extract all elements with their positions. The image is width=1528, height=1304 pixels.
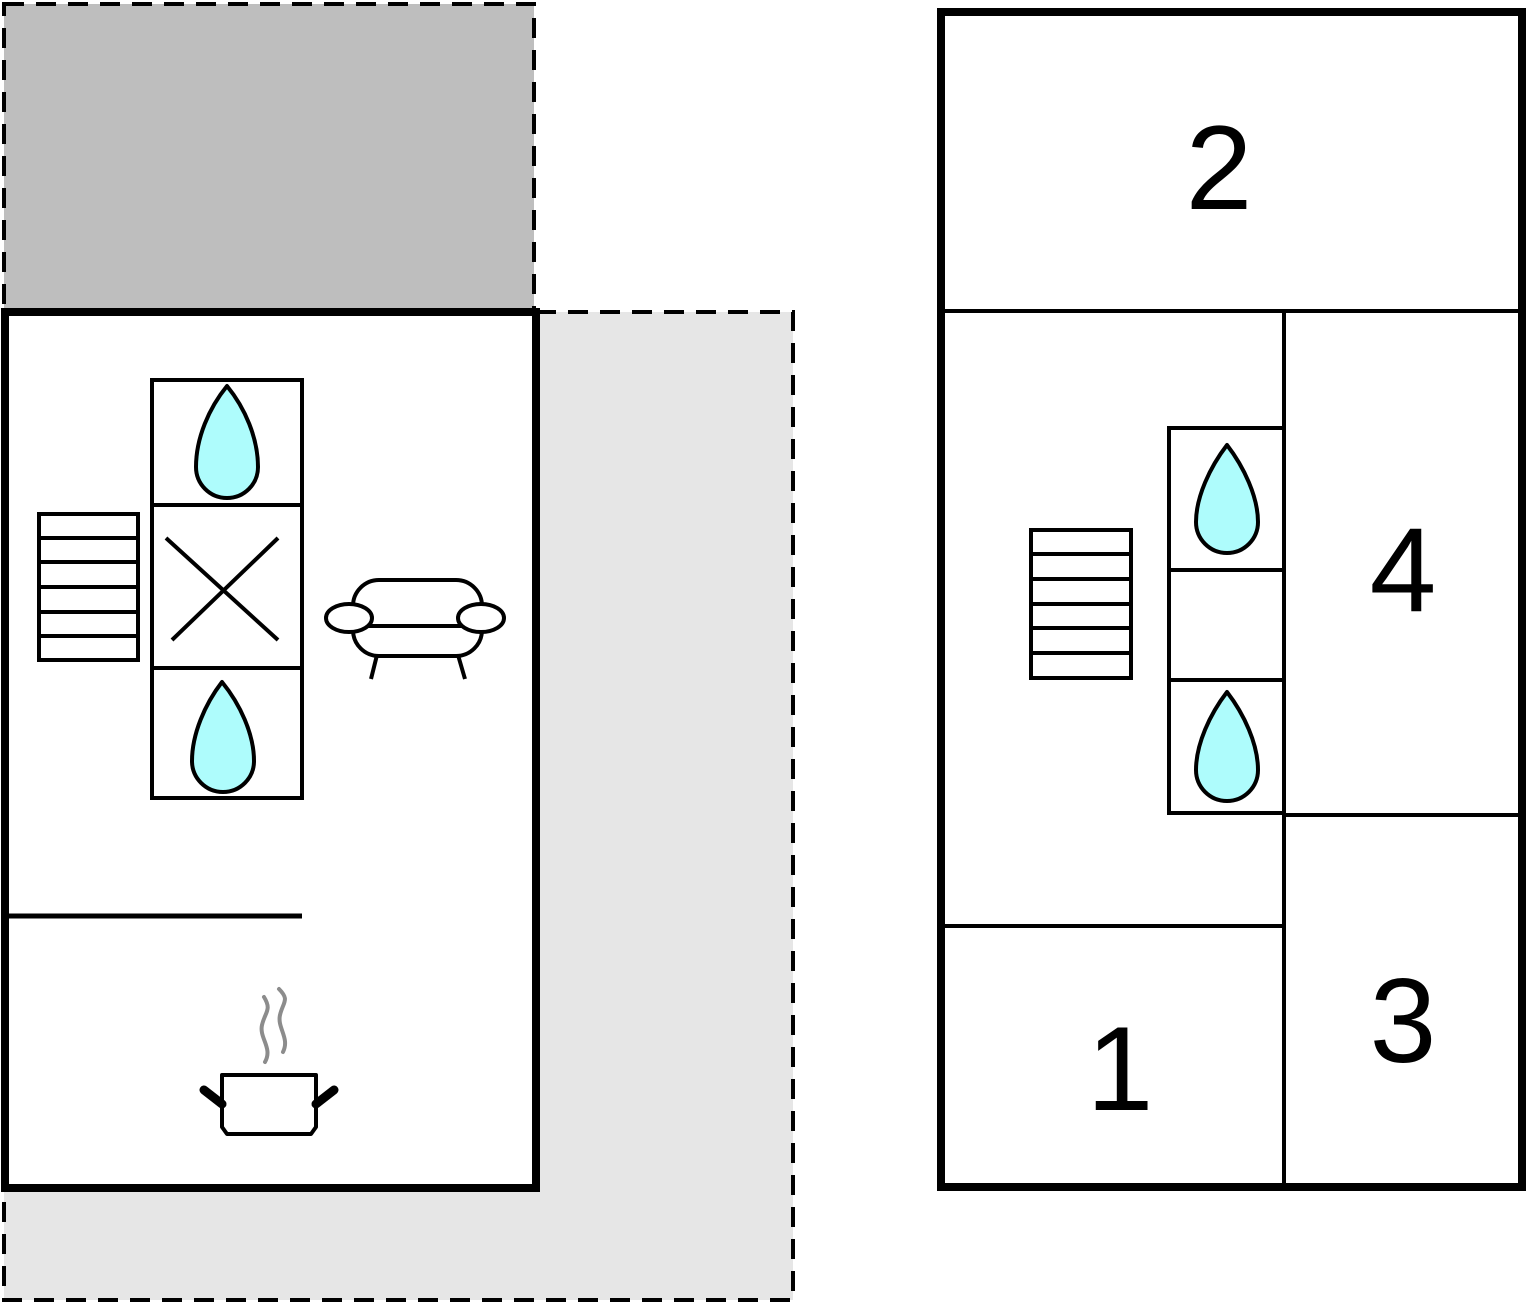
water-drop-icon bbox=[1194, 443, 1260, 555]
sofa-icon bbox=[324, 578, 506, 680]
cooking-pot-icon bbox=[199, 987, 339, 1136]
room-number-1: 1 bbox=[1087, 1002, 1154, 1136]
room-number-4: 4 bbox=[1370, 503, 1437, 637]
ground-floor-plan bbox=[1, 2, 795, 1302]
cross-icon bbox=[164, 536, 280, 642]
upper-floor-plan: 2 4 3 1 bbox=[937, 8, 1526, 1191]
water-drop-icon bbox=[194, 384, 260, 500]
open-terrace bbox=[2, 310, 795, 1302]
water-drop-icon bbox=[190, 680, 256, 794]
water-drop-icon bbox=[1194, 690, 1260, 803]
staircase-icon bbox=[1029, 528, 1133, 680]
staircase-icon bbox=[37, 512, 140, 662]
room-number-3: 3 bbox=[1370, 954, 1437, 1088]
room-number-2: 2 bbox=[1186, 101, 1253, 235]
covered-terrace bbox=[2, 2, 536, 314]
